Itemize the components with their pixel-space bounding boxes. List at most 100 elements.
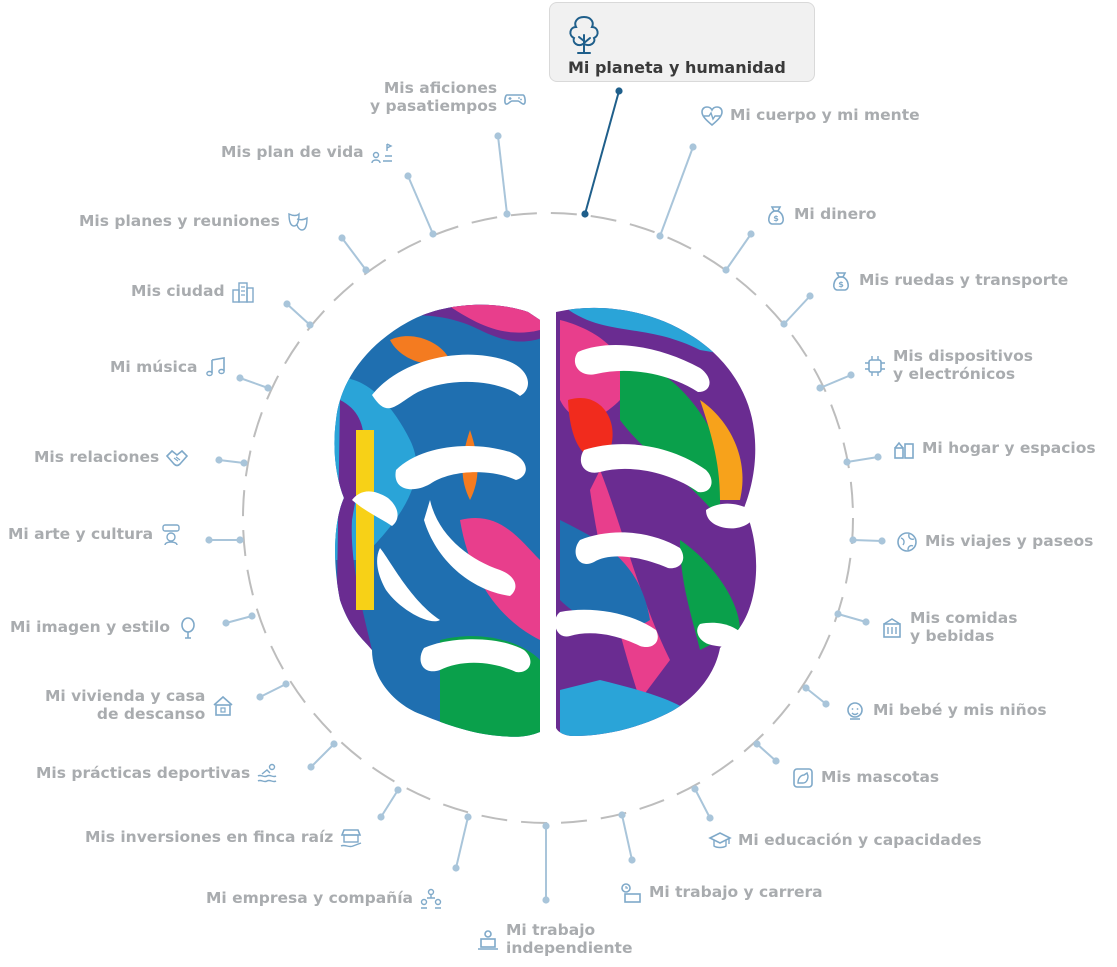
connector-dinero-ring-dot <box>722 266 730 274</box>
connector-imagen-end-dot <box>222 619 230 627</box>
category-comidas[interactable]: Mis comidas y bebidas <box>880 609 1018 646</box>
graduation-cap-icon <box>708 829 732 853</box>
life-plan-icon <box>370 141 394 165</box>
connector-comidas <box>837 613 867 623</box>
category-label: Mi arte y cultura <box>8 525 154 544</box>
connector-plan_vida-ring-dot <box>429 230 437 238</box>
globe-icon <box>895 530 919 554</box>
category-aficiones[interactable]: Mis aficiones y pasatiempos <box>370 79 527 116</box>
connector-aficiones-ring-dot <box>503 210 511 218</box>
home-blocks-icon <box>892 437 916 461</box>
connector-plan_vida-end-dot <box>404 172 412 180</box>
category-dinero[interactable]: $Mi dinero <box>764 203 876 227</box>
connector-hogar-ring-dot <box>843 458 851 466</box>
category-planes[interactable]: Mis planes y reuniones <box>79 210 310 234</box>
connector-educacion-end-dot <box>706 814 714 822</box>
connector-cuerpo-end-dot <box>689 143 697 151</box>
category-label: Mi vivienda y casa de descanso <box>45 687 206 723</box>
work-icon <box>619 881 643 905</box>
svg-text:$: $ <box>773 214 779 223</box>
category-arte[interactable]: Mi arte y cultura <box>8 523 183 547</box>
connector-musica-end-dot <box>236 374 244 382</box>
connector-hogar <box>846 456 879 463</box>
connector-empresa <box>455 816 469 869</box>
category-cuerpo[interactable]: Mi cuerpo y mi mente <box>700 104 920 128</box>
connector-mascotas-end-dot <box>772 757 780 765</box>
connector-vivienda-ring-dot <box>282 680 290 688</box>
money-bag-icon: $ <box>829 269 853 293</box>
category-empresa[interactable]: Mi empresa y compañía <box>206 887 443 911</box>
mirror-icon <box>176 616 200 640</box>
category-deportes[interactable]: Mis prácticas deportivas <box>36 762 280 786</box>
selected-category-card[interactable]: Mi planeta y humanidad <box>549 2 815 82</box>
connector-finca-end-dot <box>377 813 385 821</box>
gamepad-icon <box>503 86 527 110</box>
theater-masks-icon <box>286 210 310 234</box>
connector-vivienda <box>259 683 287 698</box>
food-icon <box>880 616 904 640</box>
category-hogar[interactable]: Mi hogar y espacios <box>892 437 1096 461</box>
music-note-icon <box>204 356 228 380</box>
store-hand-icon <box>339 826 363 850</box>
connector-viajes <box>852 539 883 542</box>
category-label: Mis prácticas deportivas <box>36 764 251 783</box>
category-imagen[interactable]: Mi imagen y estilo <box>10 616 200 640</box>
category-label: Mi trabajo independiente <box>506 921 633 957</box>
category-relaciones[interactable]: Mis relaciones <box>34 446 189 470</box>
category-ciudad[interactable]: Mis ciudad <box>131 280 255 304</box>
category-bebe[interactable]: Mi bebé y mis niños <box>843 699 1047 723</box>
connector-relaciones-end-dot <box>215 456 223 464</box>
category-label: Mis viajes y paseos <box>925 532 1094 551</box>
connector-dinero-end-dot <box>747 230 755 238</box>
brain-folds <box>352 345 756 673</box>
category-finca[interactable]: Mis inversiones en finca raíz <box>85 826 363 850</box>
connector-deportes <box>310 743 335 768</box>
category-label: Mi educación y capacidades <box>738 831 982 850</box>
team-icon <box>419 887 443 911</box>
connector-arte-ring-dot <box>236 536 244 544</box>
connector-arte-end-dot <box>205 536 213 544</box>
category-viajes[interactable]: Mis viajes y paseos <box>895 530 1093 554</box>
category-plan_vida[interactable]: Mis plan de vida <box>221 141 394 165</box>
connector-independiente-ring-dot <box>542 822 550 830</box>
selected-category-label: Mi planeta y humanidad <box>568 58 786 77</box>
connector-ciudad <box>286 303 311 326</box>
connector-cuerpo <box>659 146 694 237</box>
category-vivienda[interactable]: Mi vivienda y casa de descanso <box>45 687 235 724</box>
category-label: Mi trabajo y carrera <box>649 883 823 902</box>
connector-aficiones-end-dot <box>494 132 502 140</box>
heartbeat-icon <box>700 104 724 128</box>
connector-trabajo-ring-dot <box>618 811 626 819</box>
city-icon <box>231 280 255 304</box>
connector-trabajo-end-dot <box>628 856 636 864</box>
category-label: Mi imagen y estilo <box>10 618 171 637</box>
svg-text:$: $ <box>838 280 844 289</box>
category-dispositivos[interactable]: Mis dispositivos y electrónicos <box>863 347 1033 384</box>
tree-icon <box>569 15 599 54</box>
category-label: Mi hogar y espacios <box>922 439 1096 458</box>
category-independiente[interactable]: Mi trabajo independiente <box>476 921 633 958</box>
dashed-ring <box>242 212 854 824</box>
money-bag-icon: $ <box>764 203 788 227</box>
connector-deportes-end-dot <box>307 763 315 771</box>
connector-ruedas-ring-dot <box>780 320 788 328</box>
connector-viajes-ring-dot <box>849 536 857 544</box>
connector-relaciones-ring-dot <box>240 459 248 467</box>
category-label: Mis comidas y bebidas <box>910 609 1018 645</box>
connector-dispositivos-end-dot <box>847 371 855 379</box>
connector-bebe-ring-dot <box>802 684 810 692</box>
connector-musica <box>239 377 269 389</box>
category-musica[interactable]: Mi música <box>110 356 228 380</box>
connector-planes-end-dot <box>338 234 346 242</box>
category-mascotas[interactable]: Mis mascotas <box>791 766 939 790</box>
category-trabajo[interactable]: Mi trabajo y carrera <box>619 881 823 905</box>
category-ruedas[interactable]: $Mis ruedas y transporte <box>829 269 1068 293</box>
category-educacion[interactable]: Mi educación y capacidades <box>708 829 982 853</box>
connector-selected-ring-dot <box>581 210 589 218</box>
connector-aficiones <box>497 135 508 215</box>
connector-musica-ring-dot <box>264 384 272 392</box>
category-label: Mis plan de vida <box>221 143 364 162</box>
pet-icon <box>791 766 815 790</box>
connector-trabajo <box>621 814 633 861</box>
connector-imagen <box>225 615 253 624</box>
